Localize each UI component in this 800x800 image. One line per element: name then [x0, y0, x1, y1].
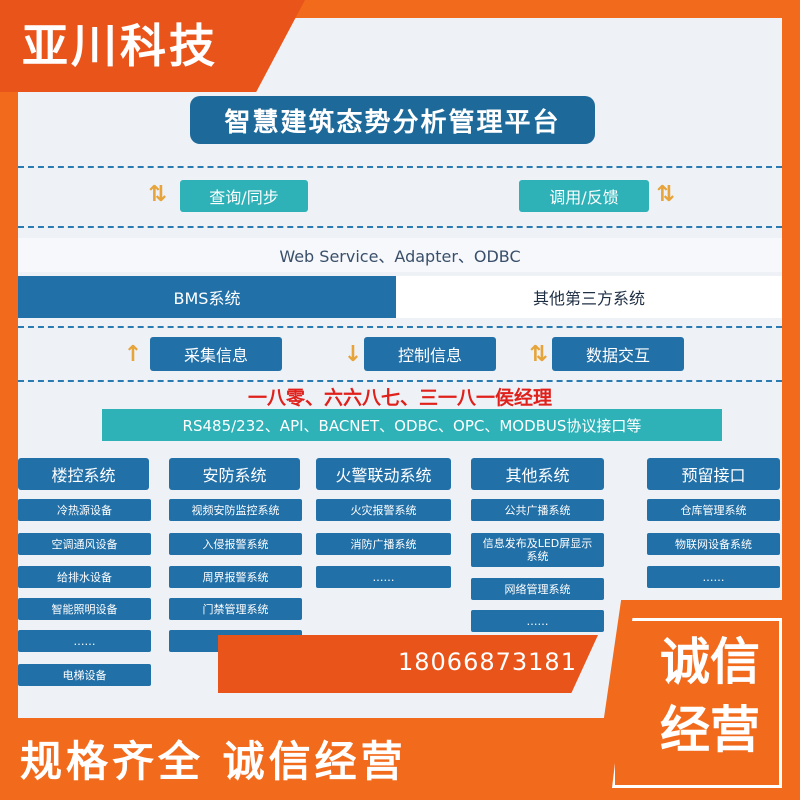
dashed-divider — [18, 326, 782, 328]
system-item: 网络管理系统 — [471, 578, 604, 600]
system-item: …… — [471, 610, 604, 632]
system-item: 物联网设备系统 — [647, 533, 780, 555]
protocol-bar: RS485/232、API、BACNET、ODBC、OPC、MODBUS协议接口… — [102, 409, 722, 441]
third-party-system: 其他第三方系统 — [396, 276, 782, 318]
column-header: 火警联动系统 — [316, 458, 451, 490]
system-item: 电梯设备 — [18, 664, 151, 686]
brand-banner — [0, 0, 305, 92]
column-header: 预留接口 — [647, 458, 780, 490]
column-header: 其他系统 — [471, 458, 604, 490]
control-info-label: 控制信息 — [364, 337, 496, 371]
system-item: …… — [18, 630, 151, 652]
system-item: 仓库管理系统 — [647, 499, 780, 521]
system-item: …… — [316, 566, 451, 588]
system-item: 消防广播系统 — [316, 533, 451, 555]
updown-arrow-icon: ⇅ — [529, 341, 547, 367]
platform-title: 智慧建筑态势分析管理平台 — [190, 96, 595, 144]
interface-standards: Web Service、Adapter、ODBC — [18, 238, 782, 272]
call-feedback-label: 调用/反馈 — [519, 180, 649, 212]
system-item: 信息发布及LED屏显示系统 — [471, 533, 604, 567]
dashed-divider — [18, 166, 782, 168]
system-item: 周界报警系统 — [169, 566, 302, 588]
phone-number: 18066873181 — [398, 648, 577, 676]
column-header: 楼控系统 — [18, 458, 149, 490]
system-item: 入侵报警系统 — [169, 533, 302, 555]
system-item: 冷热源设备 — [18, 499, 151, 521]
system-item: 空调通风设备 — [18, 533, 151, 555]
dashed-divider — [18, 226, 782, 228]
bms-system: BMS系统 — [18, 276, 396, 318]
down-arrow-icon: ↓ — [343, 341, 363, 367]
corner-badge-text: 诚信经营 — [660, 633, 760, 759]
data-exchange-label: 数据交互 — [552, 337, 684, 371]
phone-banner — [218, 635, 598, 693]
system-item: 视频安防监控系统 — [169, 499, 302, 521]
updown-arrow-icon: ⇅ — [656, 181, 674, 207]
column-header: 安防系统 — [169, 458, 300, 490]
query-sync-label: 查询/同步 — [180, 180, 308, 212]
system-item: 公共广播系统 — [471, 499, 604, 521]
system-item: 火灾报警系统 — [316, 499, 451, 521]
system-item: 智能照明设备 — [18, 598, 151, 620]
brand-name: 亚川科技 — [22, 19, 218, 73]
up-arrow-icon: ↑ — [123, 341, 143, 367]
system-item: 给排水设备 — [18, 566, 151, 588]
contact-overlay-text: 一八零、六六八七、三一八一侯经理 — [247, 387, 552, 409]
system-item: …… — [647, 566, 780, 588]
updown-arrow-icon: ⇅ — [148, 181, 166, 207]
slogan: 规格齐全 诚信经营 — [20, 737, 407, 786]
system-item: 门禁管理系统 — [169, 598, 302, 620]
collect-info-label: 采集信息 — [150, 337, 282, 371]
corner-badge — [592, 600, 800, 800]
dashed-divider — [18, 380, 782, 382]
